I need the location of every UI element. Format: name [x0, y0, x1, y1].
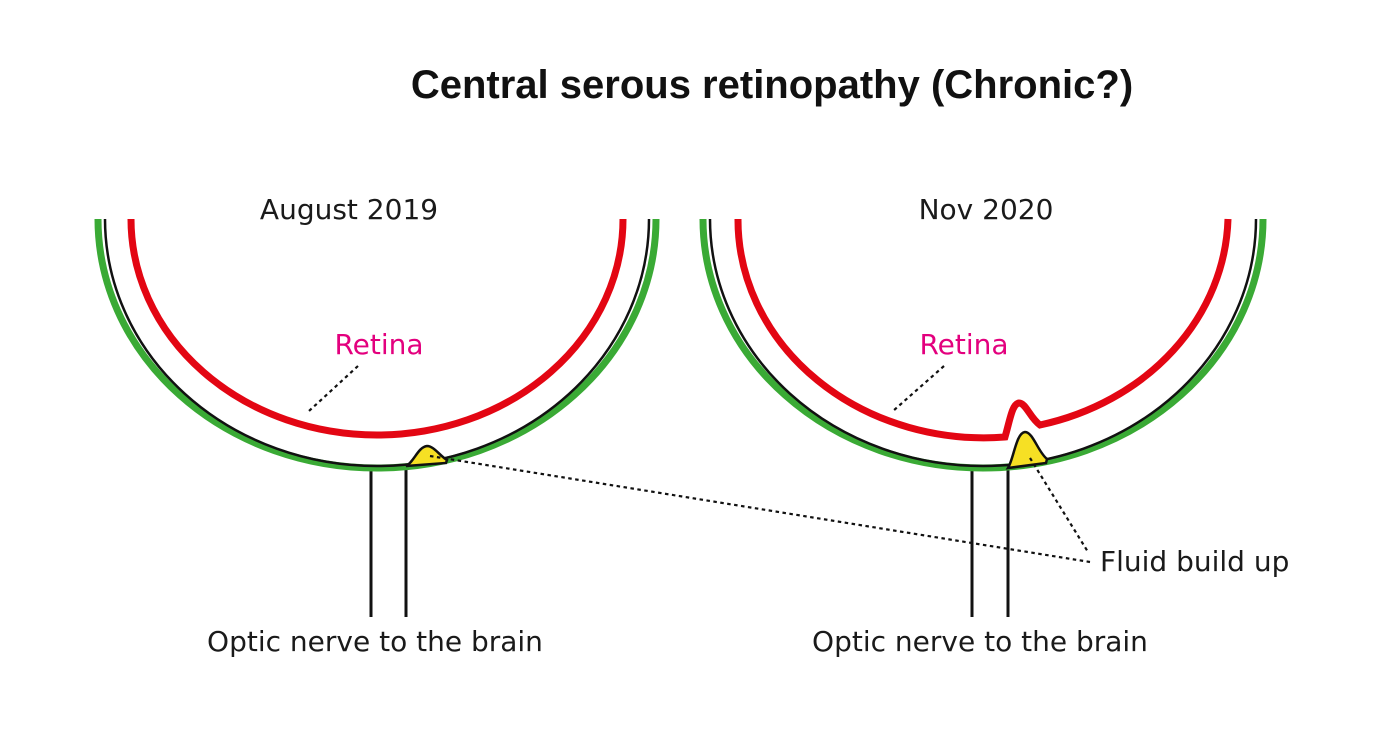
fluid-leader-line-right [1029, 457, 1089, 553]
retina-label: Retina [334, 328, 423, 361]
panel-august-2019: August 2019 Retina Optic nerve to the br… [94, 193, 660, 658]
fluid-build-up-label: Fluid build up [1100, 545, 1289, 578]
optic-nerve-label: Optic nerve to the brain [812, 625, 1148, 658]
optic-nerve-label: Optic nerve to the brain [207, 625, 543, 658]
fluid-bump [405, 444, 449, 468]
fluid-bump [1005, 430, 1049, 470]
inner-eye-layer [708, 218, 1258, 468]
diagram-title: Central serous retinopathy (Chronic?) [411, 63, 1133, 107]
panel-nov-2020: Nov 2020 Retina Optic nerve to the brain [699, 193, 1267, 658]
retina-layer [127, 218, 627, 439]
fluid-leader-line-left [429, 454, 1091, 564]
outer-eye-layer [94, 218, 660, 472]
retina-leader-line [892, 365, 945, 412]
panel-date-label: Nov 2020 [919, 193, 1054, 226]
retina-layer [734, 218, 1232, 442]
panel-date-label: August 2019 [260, 193, 438, 226]
retina-leader-line [308, 365, 359, 412]
retina-label: Retina [919, 328, 1008, 361]
inner-eye-layer [103, 218, 651, 468]
outer-eye-layer [699, 218, 1267, 472]
